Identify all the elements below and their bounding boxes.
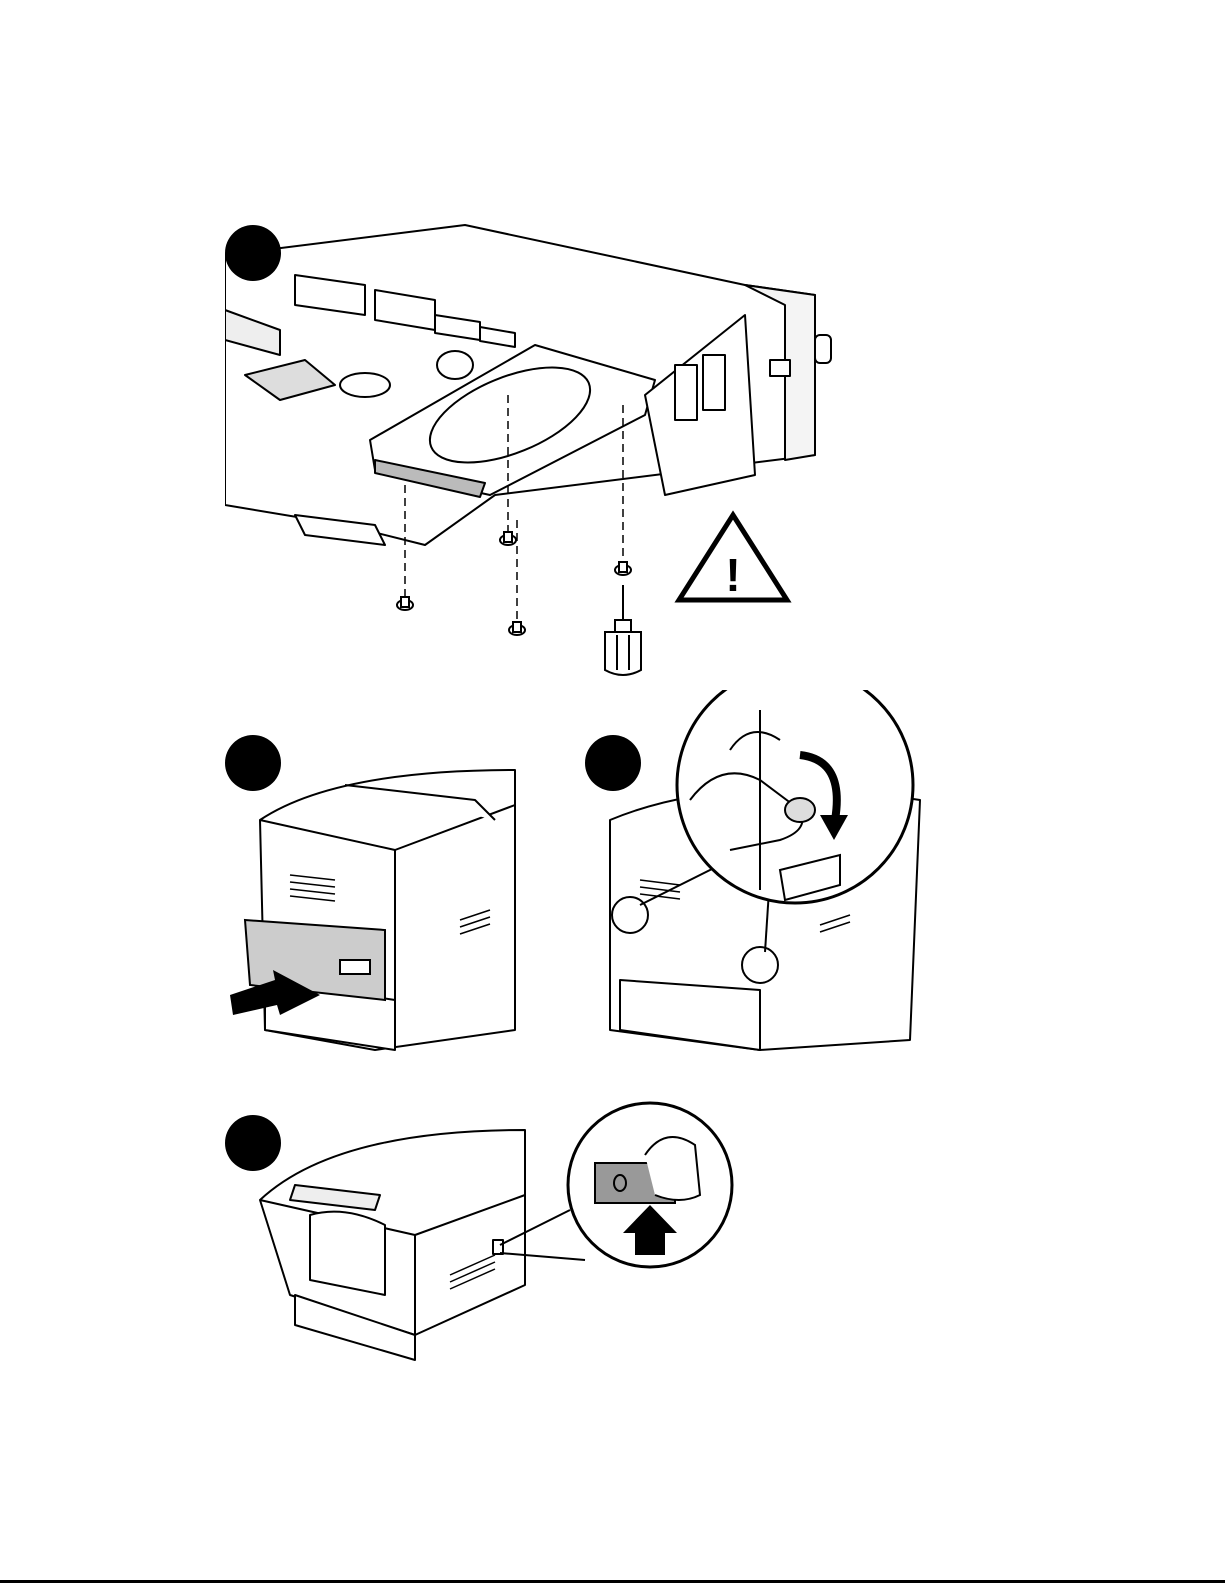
mounting-screws	[397, 532, 631, 635]
printer-rear	[260, 770, 515, 1050]
step-4-marker	[225, 1115, 281, 1171]
screwdriver	[605, 585, 641, 675]
step-2-marker	[225, 735, 281, 791]
warning-triangle-icon: !	[679, 515, 787, 601]
step-1-panel: !	[225, 215, 845, 685]
page-bottom-rule	[0, 1580, 1225, 1583]
power-on-illustration	[225, 1085, 745, 1365]
install-hard-drive-illustration: !	[225, 215, 845, 685]
warning-glyph: !	[725, 549, 740, 601]
step-3-panel	[580, 690, 940, 1060]
printer-front	[260, 1130, 525, 1360]
step-3-marker	[585, 735, 641, 791]
power-switch-callout	[500, 1103, 732, 1267]
step-4-panel	[225, 1085, 745, 1365]
step-1-marker	[225, 225, 281, 281]
step-2-panel	[225, 730, 525, 1060]
